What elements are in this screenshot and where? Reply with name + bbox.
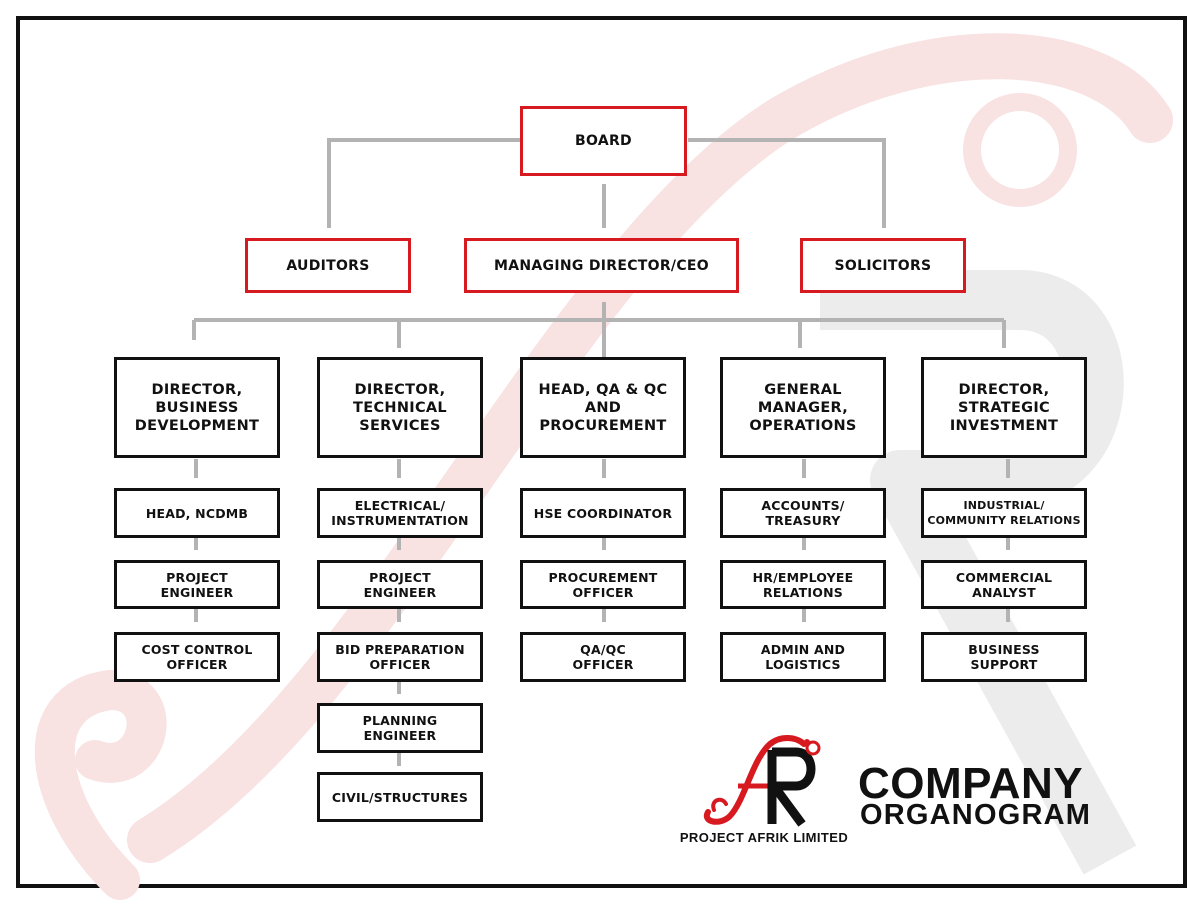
head-qa-qc-procurement: HEAD, QA & QC AND PROCUREMENT [520,357,686,458]
director-strategic-investment: DIRECTOR, STRATEGIC INVESTMENT [921,357,1087,458]
director-technical-services: DIRECTOR, TECHNICAL SERVICES [317,357,483,458]
role-project-engineer-bd: PROJECT ENGINEER [114,560,280,609]
role-electrical-instrumentation: ELECTRICAL/ INSTRUMENTATION [317,488,483,538]
role-project-engineer-ts: PROJECT ENGINEER [317,560,483,609]
role-hr-employee-relations: HR/EMPLOYEE RELATIONS [720,560,886,609]
general-manager-operations: GENERAL MANAGER, OPERATIONS [720,357,886,458]
company-logo [703,735,821,827]
board-box: BOARD [520,106,687,176]
role-bid-preparation-officer: BID PREPARATION OFFICER [317,632,483,682]
ceo-box: MANAGING DIRECTOR/CEO [464,238,739,293]
role-planning-engineer: PLANNING ENGINEER [317,703,483,753]
role-procurement-officer: PROCUREMENT OFFICER [520,560,686,609]
role-accounts-treasury: ACCOUNTS/ TREASURY [720,488,886,538]
role-industrial-community-relations: INDUSTRIAL/ COMMUNITY RELATIONS [921,488,1087,538]
role-hse-coordinator: HSE COORDINATOR [520,488,686,538]
auditors-box: AUDITORS [245,238,411,293]
title-organogram: ORGANOGRAM [860,799,1092,831]
role-qa-qc-officer: QA/QC OFFICER [520,632,686,682]
role-admin-logistics: ADMIN AND LOGISTICS [720,632,886,682]
director-business-development: DIRECTOR, BUSINESS DEVELOPMENT [114,357,280,458]
role-cost-control-officer: COST CONTROL OFFICER [114,632,280,682]
role-business-support: BUSINESS SUPPORT [921,632,1087,682]
solicitors-box: SOLICITORS [800,238,966,293]
role-commercial-analyst: COMMERCIAL ANALYST [921,560,1087,609]
role-civil-structures: CIVIL/STRUCTURES [317,772,483,822]
company-name: PROJECT AFRIK LIMITED [679,830,849,845]
title-company: COMPANY [858,759,1084,808]
role-head-ncdmb: HEAD, NCDMB [114,488,280,538]
